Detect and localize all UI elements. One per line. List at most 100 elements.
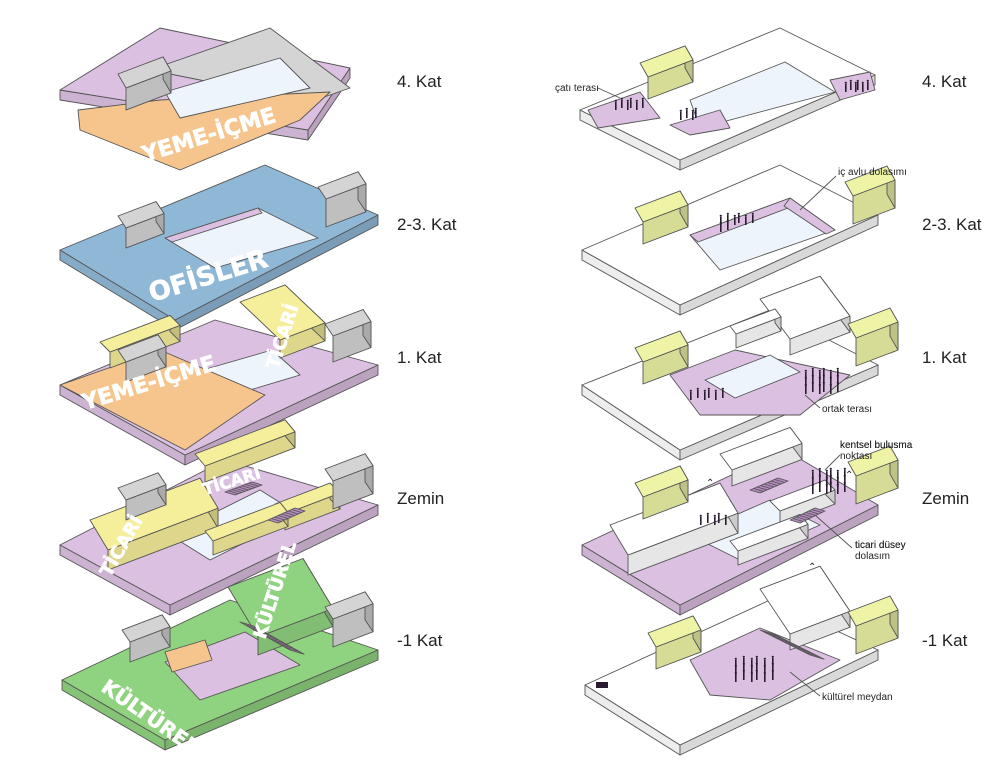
core-block-b-top <box>324 453 374 482</box>
annotation-kentsel-bulusma-line: kentsel bulusma <box>840 440 913 451</box>
stair-a <box>239 621 305 655</box>
person <box>819 379 821 387</box>
person-head <box>719 214 722 217</box>
person <box>725 517 727 525</box>
stair-tread <box>774 637 790 643</box>
stair-tread <box>241 485 253 490</box>
stair-tread <box>277 515 289 519</box>
person-head <box>825 476 828 479</box>
annotation-kulturel-meydan: kültürel meydan <box>822 692 893 703</box>
person <box>738 215 740 223</box>
annotation-cati-terasi: çatı terası <box>555 83 599 94</box>
leader-line <box>804 394 821 409</box>
person <box>819 372 821 380</box>
floor-label-zemin-right: Zemin <box>922 489 969 508</box>
person-head <box>811 367 814 370</box>
person <box>690 392 692 400</box>
floor-label-4-right: 4. Kat <box>922 72 967 91</box>
core-block <box>117 56 172 111</box>
person-head <box>737 212 740 215</box>
person <box>735 660 737 668</box>
stair-tread <box>764 632 780 638</box>
person <box>715 392 717 400</box>
stair-tread <box>804 652 820 658</box>
stair-tread <box>794 647 810 653</box>
crowd-terrace <box>804 367 839 394</box>
person <box>830 372 832 380</box>
core-block-b-top <box>317 171 367 200</box>
person-head <box>763 664 766 667</box>
person-head <box>836 374 839 377</box>
person <box>636 102 638 110</box>
person-head <box>724 514 727 517</box>
crowd-roof-a <box>614 97 644 110</box>
person-head <box>818 467 821 470</box>
person <box>615 102 617 110</box>
person-head <box>734 657 737 660</box>
stair-tread <box>274 516 285 521</box>
shop-block-b <box>729 308 782 349</box>
person <box>826 472 828 480</box>
person <box>743 672 745 680</box>
person <box>812 377 814 385</box>
person <box>756 672 758 680</box>
stair-tread <box>808 510 819 515</box>
floor-label-minus1: -1 Kat <box>397 631 443 650</box>
stair-tread <box>288 510 299 515</box>
person-head <box>679 109 682 112</box>
person-head <box>843 467 846 470</box>
person <box>844 477 846 485</box>
person <box>867 82 869 90</box>
person <box>743 658 745 666</box>
core-block-top <box>117 56 172 89</box>
stair-tread <box>259 632 275 638</box>
person-head <box>829 467 832 470</box>
floor-label-minus1-right: -1 Kat <box>922 631 968 650</box>
person-head <box>856 79 859 82</box>
person-head <box>836 469 839 472</box>
core-block-a <box>117 201 165 249</box>
core-block-b <box>324 453 374 510</box>
person-head <box>811 381 814 384</box>
person-head <box>733 214 736 217</box>
person-head <box>804 369 807 372</box>
person-head <box>742 662 745 665</box>
core-block-a <box>647 615 702 670</box>
person-head <box>822 367 825 370</box>
stair-tread <box>767 482 778 486</box>
person-head <box>635 99 638 102</box>
person <box>700 517 702 525</box>
person <box>764 660 766 668</box>
core-block <box>639 45 694 100</box>
ring-path-b <box>783 197 836 235</box>
core-block-b <box>317 171 367 228</box>
person <box>805 386 807 394</box>
entry-arrow: ⌃ <box>845 470 853 481</box>
kulturel-block <box>227 558 334 656</box>
person <box>850 82 852 90</box>
person-head <box>694 107 697 110</box>
person <box>857 82 859 90</box>
annotation-kentsel-bulusma-line: noktası <box>840 451 872 462</box>
person-head <box>742 655 745 658</box>
floor-label-1: 1. Kat <box>397 348 442 367</box>
stair-b <box>789 507 826 524</box>
person-head <box>751 212 754 215</box>
person <box>727 215 729 223</box>
person-head <box>836 483 839 486</box>
stair-tread <box>753 488 764 492</box>
stair-tread <box>248 482 259 487</box>
stair-tread <box>231 489 242 493</box>
person-head <box>763 671 766 674</box>
entry-arrow: ⌃ <box>706 478 714 489</box>
leader-line-b <box>814 514 853 549</box>
person-head <box>706 512 709 515</box>
ticari-block-a <box>194 419 296 483</box>
person <box>743 665 745 673</box>
person <box>764 674 766 682</box>
person <box>751 674 753 682</box>
leader-line <box>799 175 837 211</box>
